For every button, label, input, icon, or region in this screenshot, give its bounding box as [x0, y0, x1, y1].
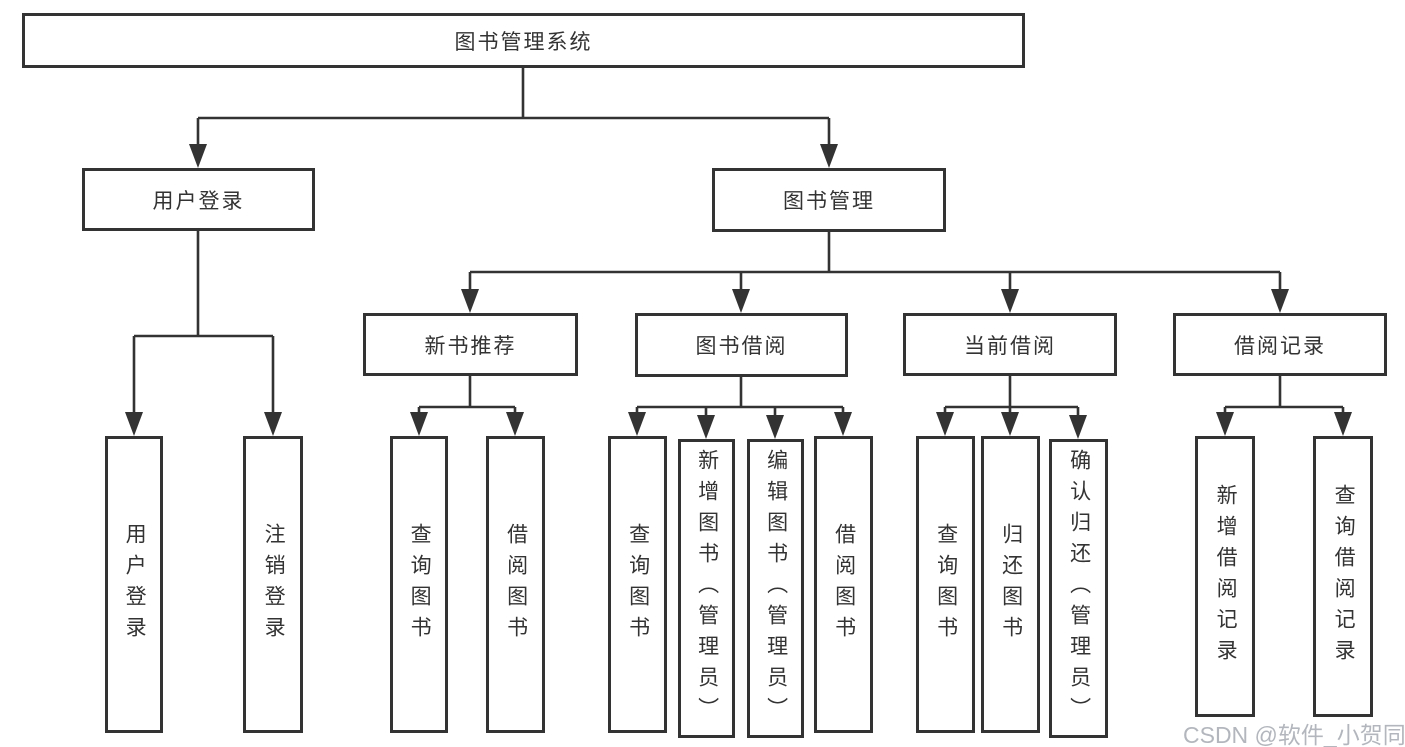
node-user-login-branch: 用户登录 [82, 168, 315, 231]
leaf-borrow-query-books-label: 查询图书 [626, 522, 650, 647]
node-new-book-rec-label: 新书推荐 [424, 334, 517, 358]
leaf-rec-query-books: 查询图书 [390, 436, 448, 733]
node-borrow-records: 借阅记录 [1173, 313, 1387, 376]
leaf-return-books: 归还图书 [981, 436, 1040, 733]
node-book-borrow: 图书借阅 [635, 313, 848, 377]
leaf-user-login: 用户登录 [105, 436, 163, 733]
leaf-confirm-return-admin: 确认归还（管理员） [1049, 439, 1108, 738]
node-book-mgmt-branch: 图书管理 [712, 168, 946, 232]
node-root-label: 图书管理系统 [454, 30, 593, 54]
leaf-borrow-borrow-books-label: 借阅图书 [832, 522, 856, 647]
leaf-query-borrow-record-label: 查询借阅记录 [1332, 483, 1356, 670]
connector-current-borrow-to-leaves [936, 376, 1087, 439]
leaf-current-query-books: 查询图书 [916, 436, 975, 733]
node-current-borrow-label: 当前借阅 [964, 334, 1056, 358]
node-borrow-records-label: 借阅记录 [1234, 334, 1326, 358]
leaf-rec-query-books-label: 查询图书 [408, 522, 432, 647]
leaf-user-login-label: 用户登录 [123, 522, 147, 647]
connector-user-login-to-leaves [125, 231, 282, 436]
watermark-text: CSDN @软件_小贺同学 [1183, 722, 1405, 747]
node-book-mgmt-branch-label: 图书管理 [783, 190, 875, 213]
node-book-borrow-label: 图书借阅 [695, 335, 788, 358]
node-root: 图书管理系统 [22, 13, 1025, 68]
connector-new-book-rec-to-leaves [410, 376, 524, 436]
connector-root-to-level2 [189, 68, 838, 168]
leaf-rec-borrow-books-label: 借阅图书 [504, 522, 528, 647]
leaf-return-books-label: 归还图书 [999, 522, 1023, 647]
leaf-logout-label: 注销登录 [262, 522, 286, 647]
leaf-borrow-borrow-books: 借阅图书 [814, 436, 873, 733]
leaf-add-borrow-record: 新增借阅记录 [1195, 436, 1255, 717]
node-new-book-rec: 新书推荐 [363, 313, 578, 376]
leaf-add-books-admin: 新增图书（管理员） [678, 439, 735, 738]
leaf-edit-books-admin-label: 编辑图书（管理员） [764, 449, 788, 728]
leaf-logout: 注销登录 [243, 436, 303, 733]
leaf-confirm-return-admin-label: 确认归还（管理员） [1067, 449, 1091, 728]
leaf-add-borrow-record-label: 新增借阅记录 [1214, 483, 1238, 670]
leaf-query-borrow-record: 查询借阅记录 [1313, 436, 1373, 717]
node-current-borrow: 当前借阅 [903, 313, 1117, 376]
connector-borrow-records-to-leaves [1216, 376, 1352, 436]
node-user-login-branch-label: 用户登录 [152, 189, 245, 213]
leaf-borrow-query-books: 查询图书 [608, 436, 667, 733]
connector-book-borrow-to-leaves [628, 377, 852, 439]
connector-book-mgmt-to-sections [461, 232, 1289, 313]
leaf-current-query-books-label: 查询图书 [934, 522, 958, 647]
leaf-rec-borrow-books: 借阅图书 [486, 436, 545, 733]
leaf-add-books-admin-label: 新增图书（管理员） [695, 449, 719, 728]
leaf-edit-books-admin: 编辑图书（管理员） [747, 439, 804, 738]
